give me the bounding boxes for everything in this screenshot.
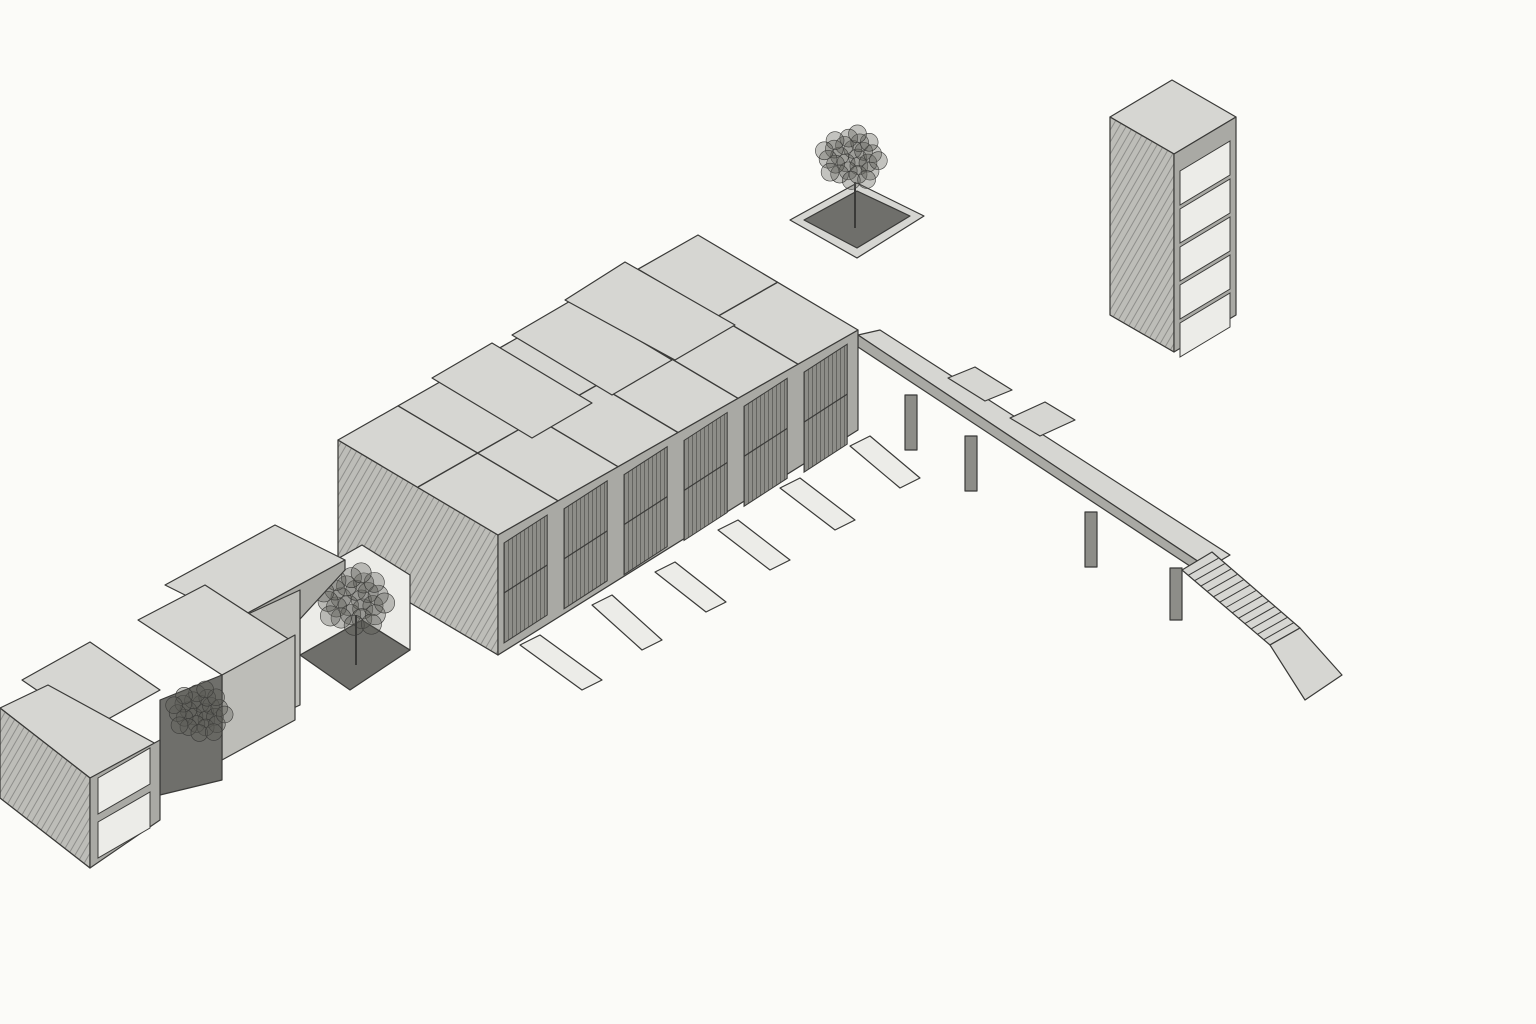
tower-shelf (1179, 216, 1231, 282)
module-window (97, 791, 151, 859)
leaf-cluster (836, 153, 856, 173)
leaf-cluster (869, 151, 888, 170)
floor-slab (503, 564, 548, 594)
leaf-cluster (179, 718, 198, 736)
leaf-cluster (353, 572, 375, 594)
leaf-cluster (174, 694, 193, 713)
walkway-rail-block-1 (947, 366, 1013, 402)
module-window (97, 747, 151, 815)
stair-tread (1188, 557, 1219, 576)
leaf-cluster (330, 607, 352, 629)
leaf-cluster (825, 139, 844, 159)
planter-tree-canopy (815, 124, 888, 190)
tower-left-face-texture (1109, 116, 1175, 353)
module-tree-canopy (165, 680, 234, 742)
leaf-cluster (340, 567, 362, 589)
stair-tread (1250, 611, 1282, 630)
floor-slab (563, 530, 608, 560)
leaf-cluster (343, 614, 365, 636)
leaf-cluster (350, 562, 372, 584)
tree-planter (789, 124, 925, 259)
planter-inner (803, 190, 911, 249)
roof-panel (431, 342, 593, 439)
tower-shelves (1179, 140, 1231, 358)
staircase (1181, 551, 1343, 701)
roof-panel (511, 299, 673, 396)
stair-tread (1194, 563, 1225, 582)
leaf-cluster (820, 162, 840, 182)
ground-slabs (519, 435, 921, 691)
module-windows (97, 747, 151, 859)
walkway-rail-block-2 (1009, 401, 1076, 437)
leaf-cluster (357, 582, 379, 603)
stair-tread (1219, 584, 1250, 603)
tower-shelf (1179, 292, 1231, 358)
leaf-cluster (175, 687, 193, 705)
leaf-cluster (361, 613, 382, 635)
walkway-pier-1 (904, 394, 918, 451)
leaf-cluster (830, 164, 849, 184)
leaf-cluster (839, 128, 859, 148)
stair-tread (1206, 573, 1238, 592)
leaf-cluster (215, 705, 234, 724)
stair-tread (1213, 579, 1244, 598)
ground-slab (779, 477, 856, 531)
roof-panel (564, 261, 736, 361)
leaf-cluster (319, 605, 341, 627)
leaf-cluster (848, 124, 867, 144)
leaf-cluster (196, 680, 214, 699)
ground-slab (849, 435, 921, 489)
tower-shelf (1179, 254, 1231, 320)
leaf-cluster (842, 171, 861, 190)
floor-slab (743, 427, 788, 457)
ground-slab (519, 634, 603, 691)
main-block (337, 234, 921, 691)
leaf-cluster (170, 716, 189, 734)
stair-landing (1269, 627, 1343, 701)
stair-tread (1263, 622, 1294, 641)
stair-tread (1225, 590, 1257, 608)
floor-slab (683, 461, 728, 492)
leaf-cluster (857, 170, 876, 189)
leaf-cluster (204, 723, 223, 741)
stair-tread (1244, 606, 1276, 625)
facade-bays (503, 343, 848, 644)
elevated-walkway (857, 329, 1231, 621)
leaf-cluster (815, 141, 834, 161)
stair-tread (1238, 600, 1269, 619)
leaf-cluster (825, 131, 845, 150)
walkway-deck-edge (857, 334, 1209, 579)
ground-slab (717, 519, 791, 571)
walkway-pier-4 (1169, 567, 1183, 621)
leaf-cluster (374, 592, 395, 614)
leaf-cluster (165, 696, 183, 714)
leaf-cluster (337, 595, 359, 616)
leaf-cluster (190, 724, 209, 742)
stair-treads (1188, 557, 1294, 641)
floor-slab (803, 393, 848, 423)
stair-tread (1200, 568, 1232, 587)
walkway-pier-2 (964, 435, 978, 492)
terraced-modules (0, 524, 411, 869)
leaf-cluster (188, 684, 206, 703)
ground-slab (591, 594, 663, 651)
stair-tread (1232, 595, 1263, 614)
floor-slab (623, 496, 668, 526)
courtyard-tree-canopy (313, 562, 395, 636)
stair-tread (1257, 616, 1288, 635)
tower-shelf (1179, 140, 1231, 206)
walkway-pier-3 (1084, 511, 1098, 568)
tower-shelf (1179, 178, 1231, 244)
ground-slab (654, 561, 727, 613)
tower-module (1109, 79, 1237, 358)
